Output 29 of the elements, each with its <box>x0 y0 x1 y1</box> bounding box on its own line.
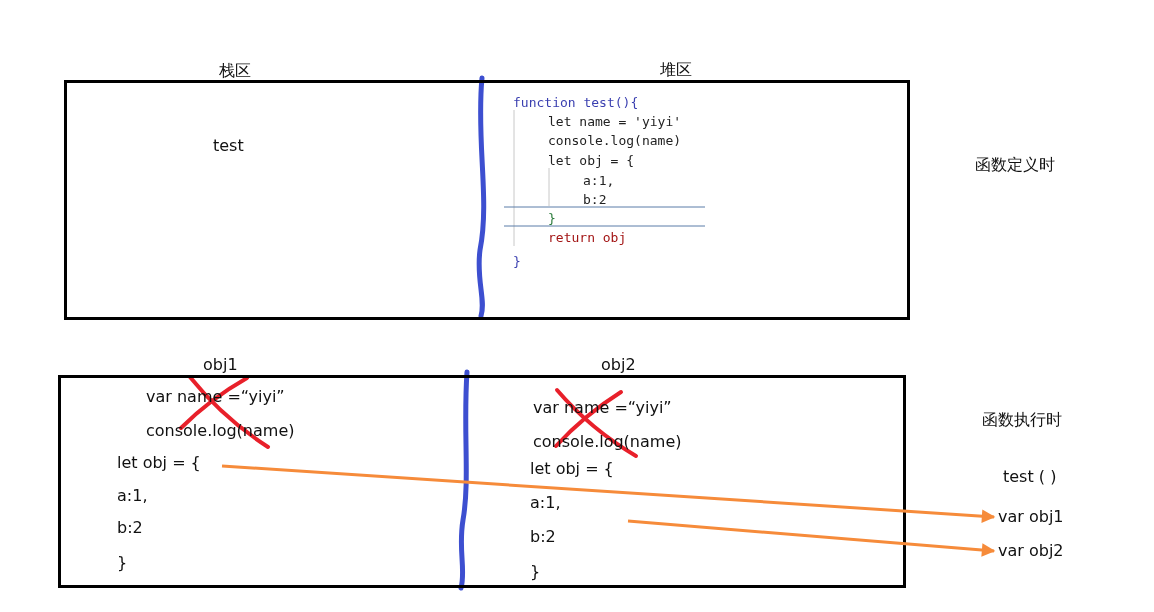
code-line: return obj <box>548 230 627 246</box>
code-line: a:1, <box>583 173 615 189</box>
function-name: test <box>213 136 244 156</box>
code-line: let name = 'yiyi' <box>548 114 682 130</box>
code-line: } <box>548 211 556 227</box>
code-line: b:2 <box>530 527 556 547</box>
variable-name: var obj2 <box>998 541 1064 561</box>
phase-label: 函数定义时 <box>975 155 1055 175</box>
area-heading: 堆区 <box>660 60 692 80</box>
code-line: } <box>530 562 541 582</box>
arrow <box>627 519 996 557</box>
arrow <box>221 464 996 523</box>
code-line: a:1, <box>117 486 148 506</box>
code-line: function test(){ <box>513 95 639 111</box>
code-line: console.log(name) <box>548 133 682 149</box>
code-line: b:2 <box>117 518 143 538</box>
code-line: } <box>117 553 128 573</box>
code-line: let obj = { <box>117 453 201 473</box>
variable-name: var obj1 <box>998 507 1064 527</box>
code-line: let obj = { <box>548 153 635 169</box>
phase-label: 函数执行时 <box>982 410 1062 430</box>
function-call: test ( ) <box>1003 467 1057 487</box>
area-heading: 栈区 <box>219 61 251 81</box>
code-line: } <box>513 254 521 270</box>
code-line: b:2 <box>583 192 607 208</box>
code-line: a:1, <box>530 493 561 513</box>
code-line: let obj = { <box>530 459 614 479</box>
object-label: obj1 <box>203 355 238 375</box>
object-label: obj2 <box>601 355 636 375</box>
